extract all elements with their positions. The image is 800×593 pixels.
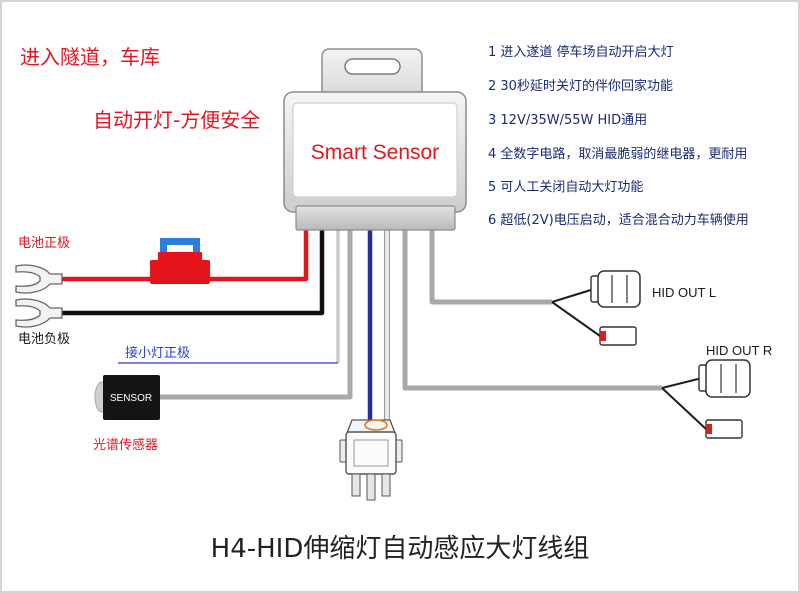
hid-out-right-label: HID OUT R <box>706 343 772 358</box>
hid-left-lead-lower <box>551 301 601 337</box>
module-label: Smart Sensor <box>311 141 439 164</box>
hid-right-lead-lower <box>661 387 707 430</box>
fuse-neck <box>158 252 202 262</box>
smart-sensor-module: Smart Sensor <box>283 48 467 231</box>
feature-item: 5 可人工关闭自动大灯功能 <box>488 180 643 195</box>
h4-terminal <box>351 473 361 497</box>
h4-top-cap <box>346 419 396 434</box>
light-sensor: SENSOR <box>94 375 160 420</box>
module-face <box>292 102 458 198</box>
wires <box>60 229 707 430</box>
module-base <box>295 205 456 231</box>
hid-right-wire <box>402 229 662 391</box>
positive-fork-terminal <box>15 264 63 294</box>
fuse <box>150 238 210 284</box>
feature-item: 3 12V/35W/55W HID通用 <box>488 113 647 128</box>
tunnel-garage-caption: 进入隧道，车库 <box>20 45 160 69</box>
battery-positive-label: 电池正极 <box>18 236 70 251</box>
h4-terminal <box>366 473 376 501</box>
battery-negative-label: 电池负极 <box>18 332 70 347</box>
hid-out-left-label: HID OUT L <box>652 285 716 300</box>
feature-item: 4 全数字电路，取消最脆弱的继电器，更耐用 <box>488 146 747 162</box>
hid-right-connectors <box>698 359 751 439</box>
sensor-wire <box>160 229 353 400</box>
hid-left-lead-upper <box>551 288 595 303</box>
diagram-title: H4-HID伸缩灯自动感应大灯线组 <box>211 534 590 564</box>
hid-left-socket <box>597 270 641 308</box>
light-sensor-label: 光谱传感器 <box>93 437 158 453</box>
hid-left-plug-tip <box>600 331 606 341</box>
sensor-body-label: SENSOR <box>110 393 152 404</box>
sensor-body <box>103 375 160 420</box>
feature-item: 2 30秒延时关灯的伴你回家功能 <box>488 78 673 94</box>
h4-connector <box>339 419 403 501</box>
fuse-body <box>150 260 210 284</box>
hid-right-socket <box>705 359 751 398</box>
negative-fork-terminal <box>15 298 63 328</box>
feature-list: 1 进入遂道 停车场自动开启大灯 2 30秒延时关灯的伴你回家功能 3 12V/… <box>488 44 749 228</box>
h4-inner-frame <box>353 439 389 467</box>
battery-negative-wire <box>60 229 325 316</box>
hid-left-wire <box>429 229 552 305</box>
battery-terminals <box>15 264 63 328</box>
h4-wire-seal <box>364 419 388 431</box>
auto-light-caption: 自动开灯-方便安全 <box>93 108 260 132</box>
mounting-slot <box>344 58 401 75</box>
parking-light-label: 接小灯正极 <box>125 345 190 361</box>
h4-terminal <box>381 473 391 497</box>
battery-positive-wire <box>60 229 309 282</box>
hid-right-lead-upper <box>661 377 703 389</box>
feature-item: 1 进入遂道 停车场自动开启大灯 <box>488 44 674 60</box>
fuse-cap <box>160 238 200 256</box>
hid-left-connectors <box>590 270 641 346</box>
hid-right-plug-tip <box>706 424 712 434</box>
feature-item: 6 超低(2V)电压启动，适合混合动力车辆使用 <box>488 212 749 228</box>
